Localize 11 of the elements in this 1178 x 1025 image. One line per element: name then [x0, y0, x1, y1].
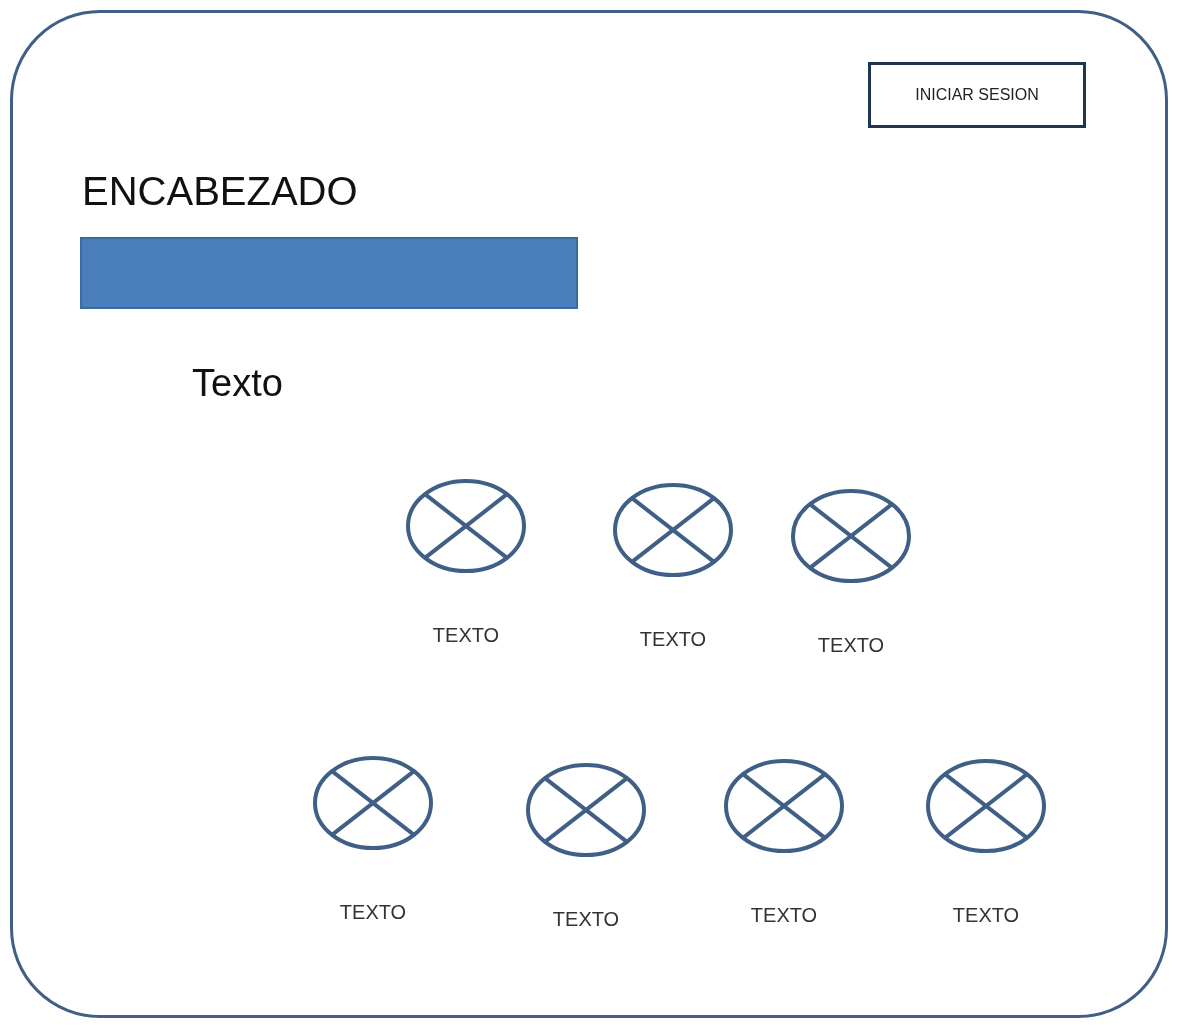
icon-caption: TEXTO [951, 904, 1021, 927]
login-button: INICIAR SESION [868, 62, 1086, 128]
body-text: Texto [192, 362, 283, 405]
icon-caption: TEXTO [638, 628, 708, 651]
icon-caption: TEXTO [749, 904, 819, 927]
icon-caption: TEXTO [551, 908, 621, 931]
icon-caption: TEXTO [431, 624, 501, 647]
page-frame [10, 10, 1168, 1018]
icon-caption: TEXTO [338, 901, 408, 924]
icon-caption: TEXTO [816, 634, 886, 657]
page-heading: ENCABEZADO [82, 169, 359, 214]
